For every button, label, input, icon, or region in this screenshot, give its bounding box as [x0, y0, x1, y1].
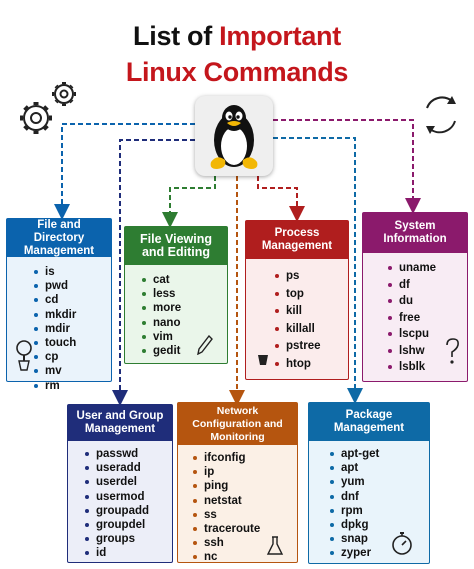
list-item: netstat — [192, 494, 260, 508]
connector-file-viewing — [162, 176, 216, 228]
list-item: cd — [33, 293, 76, 307]
list-item: zyper — [329, 546, 379, 560]
list-item: lsblk — [387, 360, 436, 377]
list-item: groupadd — [84, 504, 149, 518]
list-item: ssh — [192, 536, 260, 550]
file-viewing-list: cat less more nano vim gedit — [141, 273, 181, 358]
list-item: traceroute — [192, 522, 260, 536]
connector-file-directory — [54, 123, 195, 220]
system-list: uname df du free lscpu lshw lsblk — [387, 261, 436, 377]
network-card: Network Configuration and Monitoring ifc… — [177, 402, 298, 563]
list-item: dpkg — [329, 518, 379, 532]
list-item: groupdel — [84, 518, 149, 532]
list-item: gedit — [141, 344, 181, 358]
list-item: id — [84, 546, 149, 560]
list-item: less — [141, 287, 181, 301]
network-list: ifconfig ip ping netstat ss traceroute s… — [192, 451, 260, 565]
connector-user-group — [112, 139, 195, 406]
list-item: ss — [192, 508, 260, 522]
list-item: top — [274, 287, 321, 305]
list-item: apt — [329, 461, 379, 475]
list-item: df — [387, 278, 436, 295]
file-directory-list: is pwd cd mkdir mdir touch cp mv rm — [33, 265, 76, 393]
list-item: mkdir — [33, 308, 76, 322]
system-title: System Information — [363, 213, 467, 253]
user-group-card: User and Group Management passwd useradd… — [67, 404, 173, 563]
list-item: passwd — [84, 447, 149, 461]
list-item: useradd — [84, 461, 149, 475]
process-list: ps top kill killall pstree htop — [274, 269, 321, 374]
refresh-cycle-icon — [426, 96, 456, 134]
list-item: ps — [274, 269, 321, 287]
list-item: apt-get — [329, 447, 379, 461]
user-group-title: User and Group Management — [68, 405, 172, 441]
list-item: usermod — [84, 490, 149, 504]
list-item: more — [141, 301, 181, 315]
list-item: cat — [141, 273, 181, 287]
file-directory-card: File and Directory Management is pwd cd … — [6, 218, 112, 392]
list-item: snap — [329, 532, 379, 546]
flask-icon — [266, 536, 284, 555]
list-item: is — [33, 265, 76, 279]
network-title: Network Configuration and Monitoring — [178, 403, 297, 445]
list-item: yum — [329, 475, 379, 489]
list-item: ifconfig — [192, 451, 260, 465]
list-item: ip — [192, 465, 260, 479]
list-item: kill — [274, 304, 321, 322]
process-title: Process Management — [246, 221, 348, 259]
list-item: lshw — [387, 344, 436, 361]
connector-process — [257, 176, 305, 222]
list-item: groups — [84, 532, 149, 546]
title-line-2: Linux Commands — [125, 57, 349, 87]
magnifier-icon — [16, 340, 32, 371]
system-card: System Information uname df du free lscp… — [362, 212, 468, 382]
title-dark-part: List of — [133, 21, 220, 51]
list-item: ping — [192, 479, 260, 493]
tux-icon-box — [195, 96, 273, 176]
file-viewing-title: File Viewing and Editing — [125, 227, 227, 265]
pencil-icon — [197, 335, 213, 355]
list-item: du — [387, 294, 436, 311]
list-item: pwd — [33, 279, 76, 293]
list-item: nc — [192, 550, 260, 564]
title-line-1: List of Important — [0, 20, 474, 52]
list-item: touch — [33, 336, 76, 350]
list-item: cp — [33, 350, 76, 364]
list-item: free — [387, 311, 436, 328]
list-item: vim — [141, 330, 181, 344]
stopwatch-icon — [392, 532, 412, 555]
list-item: htop — [274, 357, 321, 375]
list-item: rm — [33, 379, 76, 393]
list-item: mv — [33, 364, 76, 378]
terminal-icon — [258, 355, 268, 365]
title-red-part: Important — [219, 21, 341, 51]
file-viewing-card: File Viewing and Editing cat less more n… — [124, 226, 228, 364]
package-list: apt-get apt yum dnf rpm dpkg snap zyper — [329, 447, 379, 561]
info-icon — [446, 338, 459, 364]
list-item: dnf — [329, 490, 379, 504]
list-item: uname — [387, 261, 436, 278]
list-item: userdel — [84, 475, 149, 489]
file-directory-title: File and Directory Management — [7, 219, 111, 257]
user-group-list: passwd useradd userdel usermod groupadd … — [84, 447, 149, 561]
connector-system — [273, 119, 421, 214]
list-item: killall — [274, 322, 321, 340]
connector-package — [273, 137, 363, 404]
package-title: Package Management — [309, 403, 429, 441]
gears-icon — [20, 82, 76, 134]
list-item: mdir — [33, 322, 76, 336]
list-item: rpm — [329, 504, 379, 518]
process-card: Process Management ps top kill killall p… — [245, 220, 349, 380]
list-item: pstree — [274, 339, 321, 357]
package-card: Package Management apt-get apt yum dnf r… — [308, 402, 430, 564]
list-item: lscpu — [387, 327, 436, 344]
tux-penguin-icon — [210, 105, 258, 169]
list-item: nano — [141, 316, 181, 330]
